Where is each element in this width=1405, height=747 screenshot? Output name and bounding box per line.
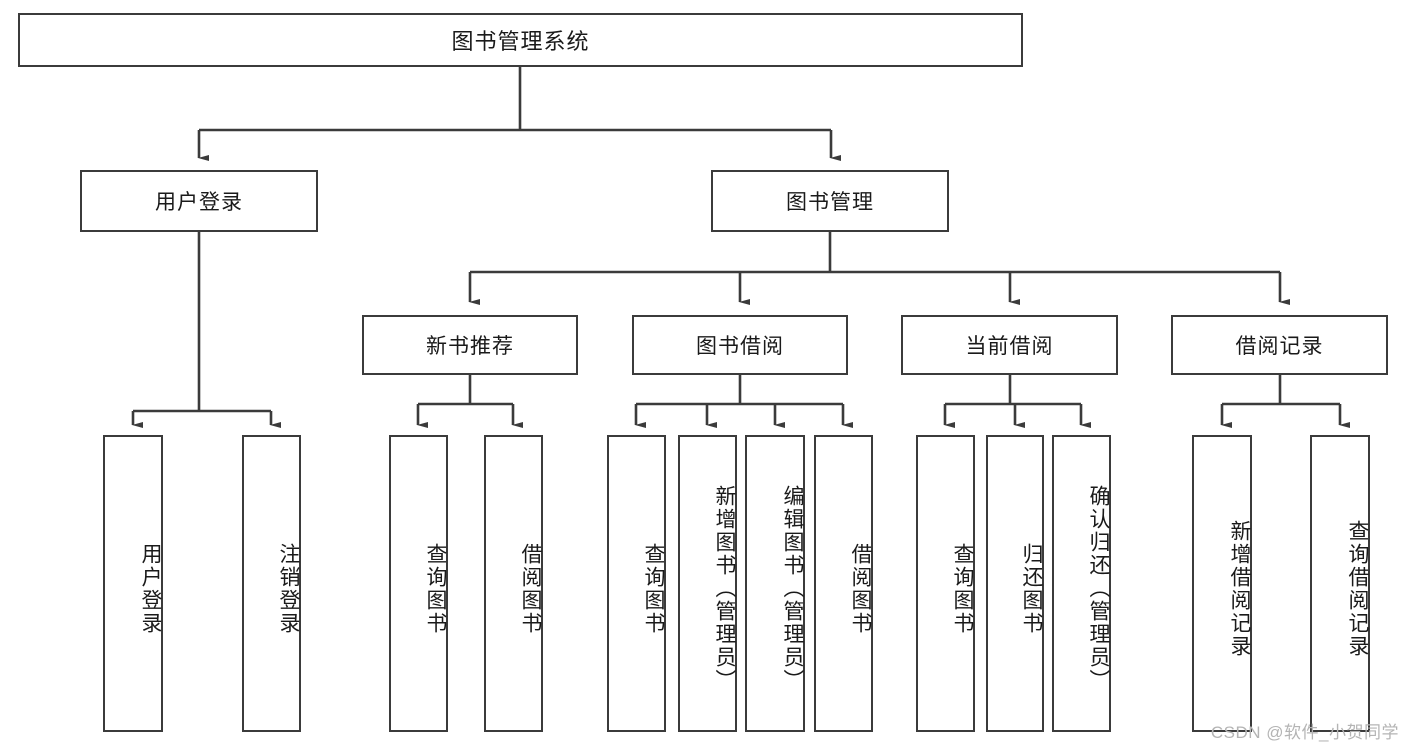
node-label: 图书管理 (786, 191, 874, 214)
leaf-query-book-borrow[interactable]: 查询图书 (607, 435, 666, 732)
node-label: 确认归还（管理员） (1087, 485, 1110, 692)
leaf-add-book-admin[interactable]: 新增图书（管理员） (678, 435, 737, 732)
node-label: 借阅图书 (849, 542, 872, 635)
node-label: 新书推荐 (426, 335, 514, 358)
node-label: 查询图书 (951, 542, 974, 635)
node-label: 新增图书（管理员） (713, 485, 736, 692)
leaf-query-book-current[interactable]: 查询图书 (916, 435, 975, 732)
node-label: 注销登录 (277, 542, 300, 635)
leaf-add-borrow-record[interactable]: 新增借阅记录 (1192, 435, 1252, 732)
leaf-return-book[interactable]: 归还图书 (986, 435, 1044, 732)
leaf-borrow-book[interactable]: 借阅图书 (814, 435, 873, 732)
node-current-borrow[interactable]: 当前借阅 (901, 315, 1118, 375)
leaf-query-borrow-record[interactable]: 查询借阅记录 (1310, 435, 1370, 732)
node-root-book-management-system[interactable]: 图书管理系统 (18, 13, 1023, 67)
node-new-book-recommend[interactable]: 新书推荐 (362, 315, 578, 375)
leaf-user-login[interactable]: 用户登录 (103, 435, 163, 732)
node-label: 借阅记录 (1235, 335, 1324, 358)
node-borrow-record[interactable]: 借阅记录 (1171, 315, 1388, 375)
node-label: 新增借阅记录 (1228, 519, 1251, 658)
node-label: 用户登录 (155, 191, 243, 214)
node-book-borrow[interactable]: 图书借阅 (632, 315, 848, 375)
node-label: 查询图书 (642, 542, 665, 635)
node-label: 图书管理系统 (451, 29, 590, 54)
node-book-management[interactable]: 图书管理 (711, 170, 949, 232)
node-label: 图书借阅 (696, 335, 784, 358)
leaf-logout[interactable]: 注销登录 (242, 435, 301, 732)
csdn-watermark: CSDN @软件_小贺同学 (1210, 723, 1399, 742)
node-label: 编辑图书（管理员） (781, 485, 804, 692)
node-label: 当前借阅 (965, 335, 1054, 358)
leaf-edit-book-admin[interactable]: 编辑图书（管理员） (745, 435, 805, 732)
leaf-query-book-recommend[interactable]: 查询图书 (389, 435, 448, 732)
node-user-login[interactable]: 用户登录 (80, 170, 318, 232)
node-label: 查询借阅记录 (1346, 519, 1369, 658)
node-label: 借阅图书 (519, 542, 542, 635)
node-label: 归还图书 (1020, 542, 1043, 635)
node-label: 查询图书 (424, 542, 447, 635)
leaf-confirm-return-admin[interactable]: 确认归还（管理员） (1052, 435, 1111, 732)
node-label: 用户登录 (139, 542, 162, 635)
leaf-borrow-book-recommend[interactable]: 借阅图书 (484, 435, 543, 732)
